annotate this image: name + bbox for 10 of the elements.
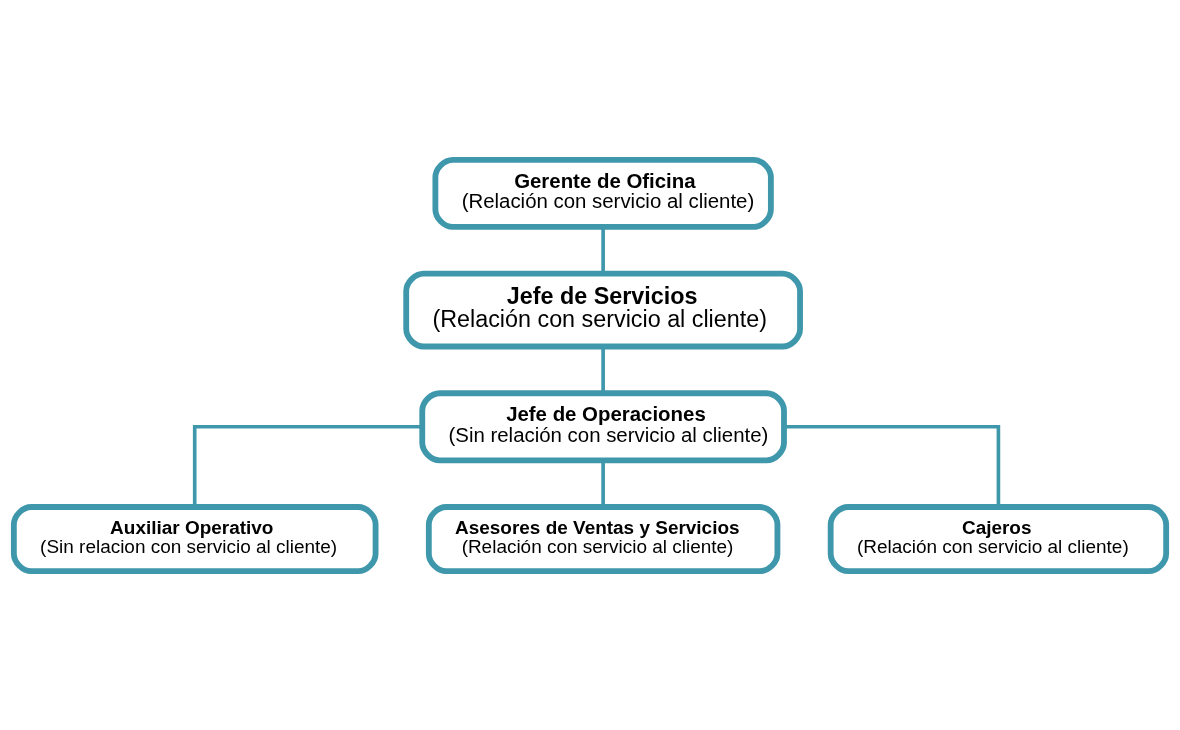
connector <box>601 346 605 393</box>
node-box: Jefe de Servicios (Relación con servicio al cliente) <box>403 270 803 349</box>
node-box: Auxiliar Operativo (Sin relacion con servicio al cliente) <box>10 503 379 574</box>
node-box: Gerente de Oficina (Relación con servicio al cliente) <box>432 156 774 230</box>
node-box: Jefe de Operaciones (Sin relación con servicio al cliente) <box>419 389 787 463</box>
node-box: Asesores de Ventas y Servicios (Relación con servicio al cliente) <box>425 503 781 574</box>
connector <box>192 424 423 507</box>
connector <box>601 226 605 274</box>
connector <box>784 424 1001 507</box>
node-box: Cajeros (Relación con servicio al cliente) <box>827 503 1170 574</box>
